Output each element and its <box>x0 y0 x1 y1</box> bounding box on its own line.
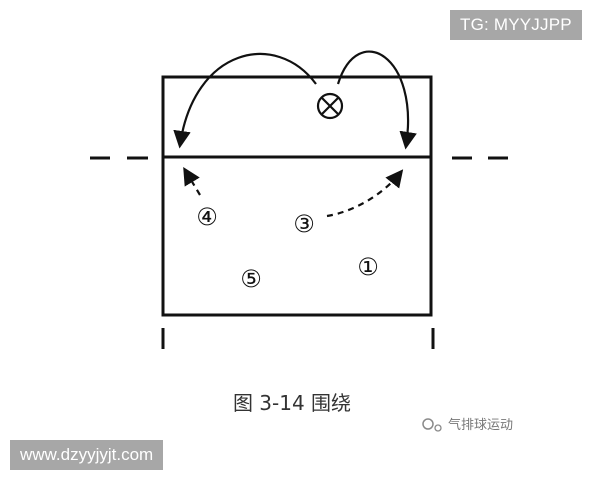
ball-to-left-arc <box>173 52 317 149</box>
source-watermark-text: 气排球运动 <box>448 417 513 433</box>
front-zone-box <box>161 75 433 159</box>
ball-icon <box>316 92 344 120</box>
site-overlay: www.dzyyjyjt.com <box>10 440 164 470</box>
watermark-bubble-icon-small <box>434 424 442 432</box>
watermark-bubble-icon <box>422 418 434 430</box>
court-box <box>161 155 433 317</box>
ball-to-right-arc <box>336 50 417 150</box>
position-3-label: ③ <box>293 210 315 238</box>
figure-caption: 图 3-14 围绕 <box>233 391 351 415</box>
position-5-label: ⑤ <box>240 265 262 293</box>
player-4-arrow <box>183 166 201 196</box>
tg-overlay: TG: MYYJJPP <box>450 10 582 40</box>
player-3-arrow <box>326 169 404 218</box>
position-4-label: ④ <box>196 203 218 231</box>
position-1-label: ① <box>357 253 379 281</box>
source-watermark: 气排球运动 <box>422 417 513 433</box>
